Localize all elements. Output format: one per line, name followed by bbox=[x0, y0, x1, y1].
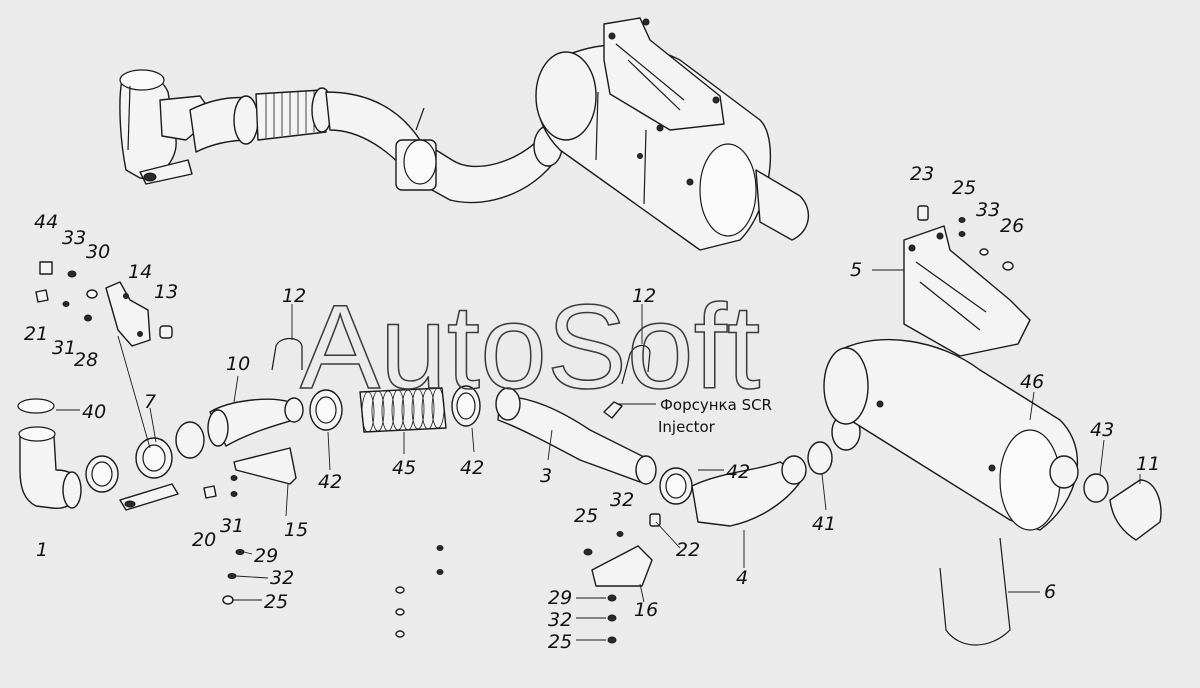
callout-30: 30 bbox=[86, 241, 110, 263]
callout-31: 31 bbox=[52, 337, 76, 359]
callout-7: 7 bbox=[144, 391, 156, 413]
callout-44: 44 bbox=[34, 211, 58, 233]
assembled-clamp-bracket bbox=[395, 107, 437, 191]
part-14-bracket bbox=[105, 281, 151, 449]
callout-25-b: 25 bbox=[952, 177, 976, 199]
callout-40: 40 bbox=[82, 401, 106, 423]
part-43-clamp bbox=[1083, 473, 1109, 503]
part-6-strap bbox=[939, 537, 1011, 646]
injector-label-en: Injector bbox=[658, 418, 716, 436]
callout-33-b: 33 bbox=[976, 199, 1000, 221]
fasteners-bottom bbox=[203, 475, 624, 644]
callout-25-d: 25 bbox=[548, 631, 572, 653]
part-4-pipe bbox=[691, 455, 807, 527]
callout-14: 14 bbox=[128, 261, 152, 283]
callout-46: 46 bbox=[1020, 371, 1044, 393]
callout-20: 20 bbox=[192, 529, 216, 551]
callout-12-left: 12 bbox=[282, 285, 306, 307]
part-12-u-bolt-left bbox=[271, 337, 303, 371]
part-5-mounting-bracket bbox=[903, 225, 1031, 357]
callout-leaders bbox=[56, 269, 1141, 641]
callout-11: 11 bbox=[1136, 453, 1160, 475]
callout-32-c: 32 bbox=[548, 609, 572, 631]
callout-25-c: 25 bbox=[574, 505, 598, 527]
callout-6: 6 bbox=[1044, 581, 1056, 603]
part-10-pipe bbox=[207, 397, 304, 447]
part-3-pipe-with-injector bbox=[495, 387, 657, 485]
part-15-bracket bbox=[233, 447, 297, 485]
callout-4: 4 bbox=[736, 567, 748, 589]
callout-33: 33 bbox=[62, 227, 86, 249]
callout-13: 13 bbox=[154, 281, 178, 303]
part-40-clamp-ring bbox=[17, 398, 55, 414]
callout-23: 23 bbox=[910, 163, 934, 185]
watermark: AutoSoft bbox=[300, 280, 760, 414]
callout-29-a: 29 bbox=[254, 545, 278, 567]
part-45-corrugated-pipe bbox=[359, 387, 447, 433]
callout-45: 45 bbox=[392, 457, 416, 479]
callout-numbers: 44 33 30 14 13 21 31 28 12 12 10 40 7 1 … bbox=[24, 163, 1160, 653]
callout-32-b: 32 bbox=[610, 489, 634, 511]
assembled-intermediate-pipe bbox=[325, 91, 563, 204]
part-16-bracket bbox=[591, 545, 653, 587]
callout-28: 28 bbox=[74, 349, 98, 371]
callout-42-b: 42 bbox=[460, 457, 484, 479]
callout-43: 43 bbox=[1090, 419, 1114, 441]
callout-31-b: 31 bbox=[220, 515, 244, 537]
part-46-muffler bbox=[823, 338, 1079, 531]
fasteners-left bbox=[35, 261, 98, 322]
callout-29-b: 29 bbox=[548, 587, 572, 609]
callout-15: 15 bbox=[284, 519, 308, 541]
callout-12-right: 12 bbox=[632, 285, 656, 307]
callout-41: 41 bbox=[812, 513, 836, 535]
callout-25-a: 25 bbox=[264, 591, 288, 613]
assembled-flex-section bbox=[189, 87, 333, 153]
callout-5: 5 bbox=[850, 259, 862, 281]
part-clamp-10 bbox=[175, 421, 205, 459]
part-13-nut bbox=[159, 325, 173, 339]
callout-22: 22 bbox=[676, 539, 700, 561]
callout-32-a: 32 bbox=[270, 567, 294, 589]
callout-16: 16 bbox=[634, 599, 658, 621]
callout-42-a: 42 bbox=[318, 471, 342, 493]
callout-3: 3 bbox=[540, 465, 552, 487]
assembled-muffler-bracket bbox=[603, 17, 725, 132]
callout-21: 21 bbox=[24, 323, 48, 345]
callout-42-c: 42 bbox=[726, 461, 750, 483]
fasteners-right bbox=[917, 205, 1014, 271]
part-12-u-bolt-right bbox=[621, 344, 651, 385]
part-7-clamp-assembly bbox=[85, 437, 179, 511]
part-11-outlet-pipe bbox=[1109, 479, 1162, 541]
callout-1: 1 bbox=[36, 539, 48, 561]
part-41-clamp bbox=[807, 441, 833, 475]
assembled-exhaust-system bbox=[119, 17, 810, 251]
callout-10: 10 bbox=[226, 353, 250, 375]
callout-26: 26 bbox=[1000, 215, 1024, 237]
part-1-elbow-pipe bbox=[18, 426, 82, 509]
injector-label-ru: Форсунка SCR bbox=[660, 396, 772, 414]
